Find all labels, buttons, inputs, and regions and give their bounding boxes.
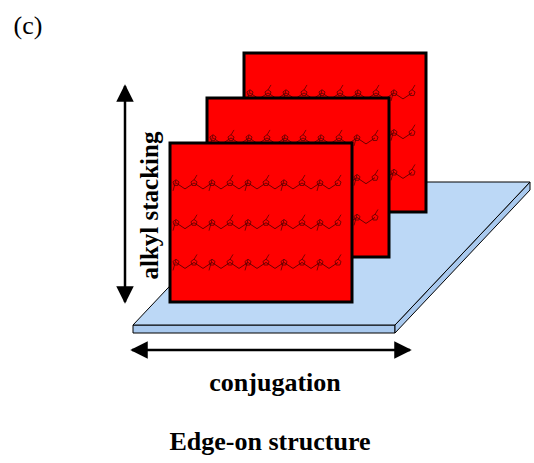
- polymer-sheet: [170, 143, 352, 302]
- axis-label: alkyl stacking: [137, 131, 162, 279]
- axis-label: conjugation: [209, 370, 340, 396]
- figure-caption: Edge-on structure: [169, 429, 370, 455]
- stacking-arrow: [124, 86, 127, 302]
- panel-letter: (c): [14, 13, 43, 39]
- conjugation-arrow: [132, 349, 410, 352]
- polymer-layers: [170, 53, 426, 302]
